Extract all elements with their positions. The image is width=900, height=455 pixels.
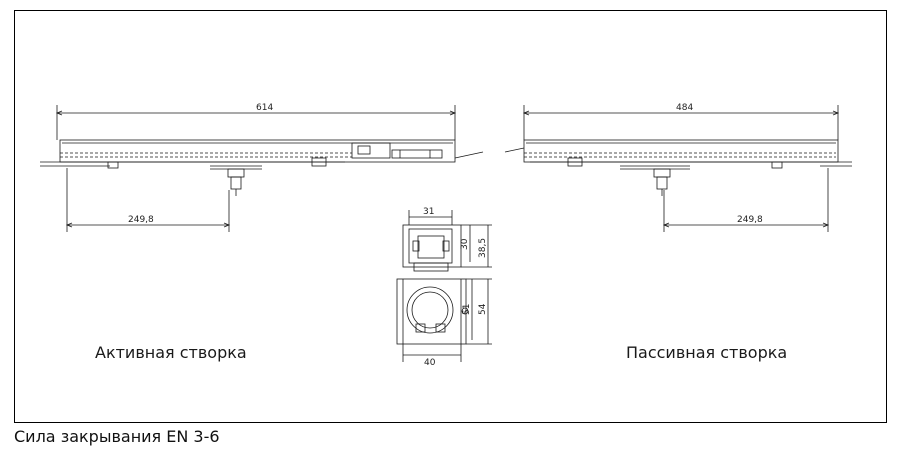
- passive-leaf-label: Пассивная створка: [626, 343, 788, 362]
- passive-leaf-drawing: [504, 105, 852, 232]
- dim-top-height-inner: 30: [460, 238, 470, 250]
- dim-active-arm: 249,8: [128, 215, 154, 225]
- dim-top-height-outer: 38,5: [478, 238, 488, 258]
- section-view-drawing: [396, 210, 492, 362]
- dim-passive-length: 484: [676, 103, 693, 113]
- dim-top-width: 31: [423, 207, 434, 217]
- dim-base-width: 40: [424, 358, 436, 368]
- active-leaf-label: Активная створка: [95, 343, 247, 362]
- dim-passive-arm: 249,8: [737, 215, 763, 225]
- dim-active-length: 614: [256, 103, 273, 113]
- closing-force-caption: Сила закрывания EN 3-6: [14, 427, 220, 446]
- dim-base-height-inner: 51: [462, 304, 472, 315]
- dim-base-height-outer: 54: [478, 303, 488, 315]
- drawing-frame: [14, 10, 887, 423]
- active-leaf-drawing: [40, 105, 484, 232]
